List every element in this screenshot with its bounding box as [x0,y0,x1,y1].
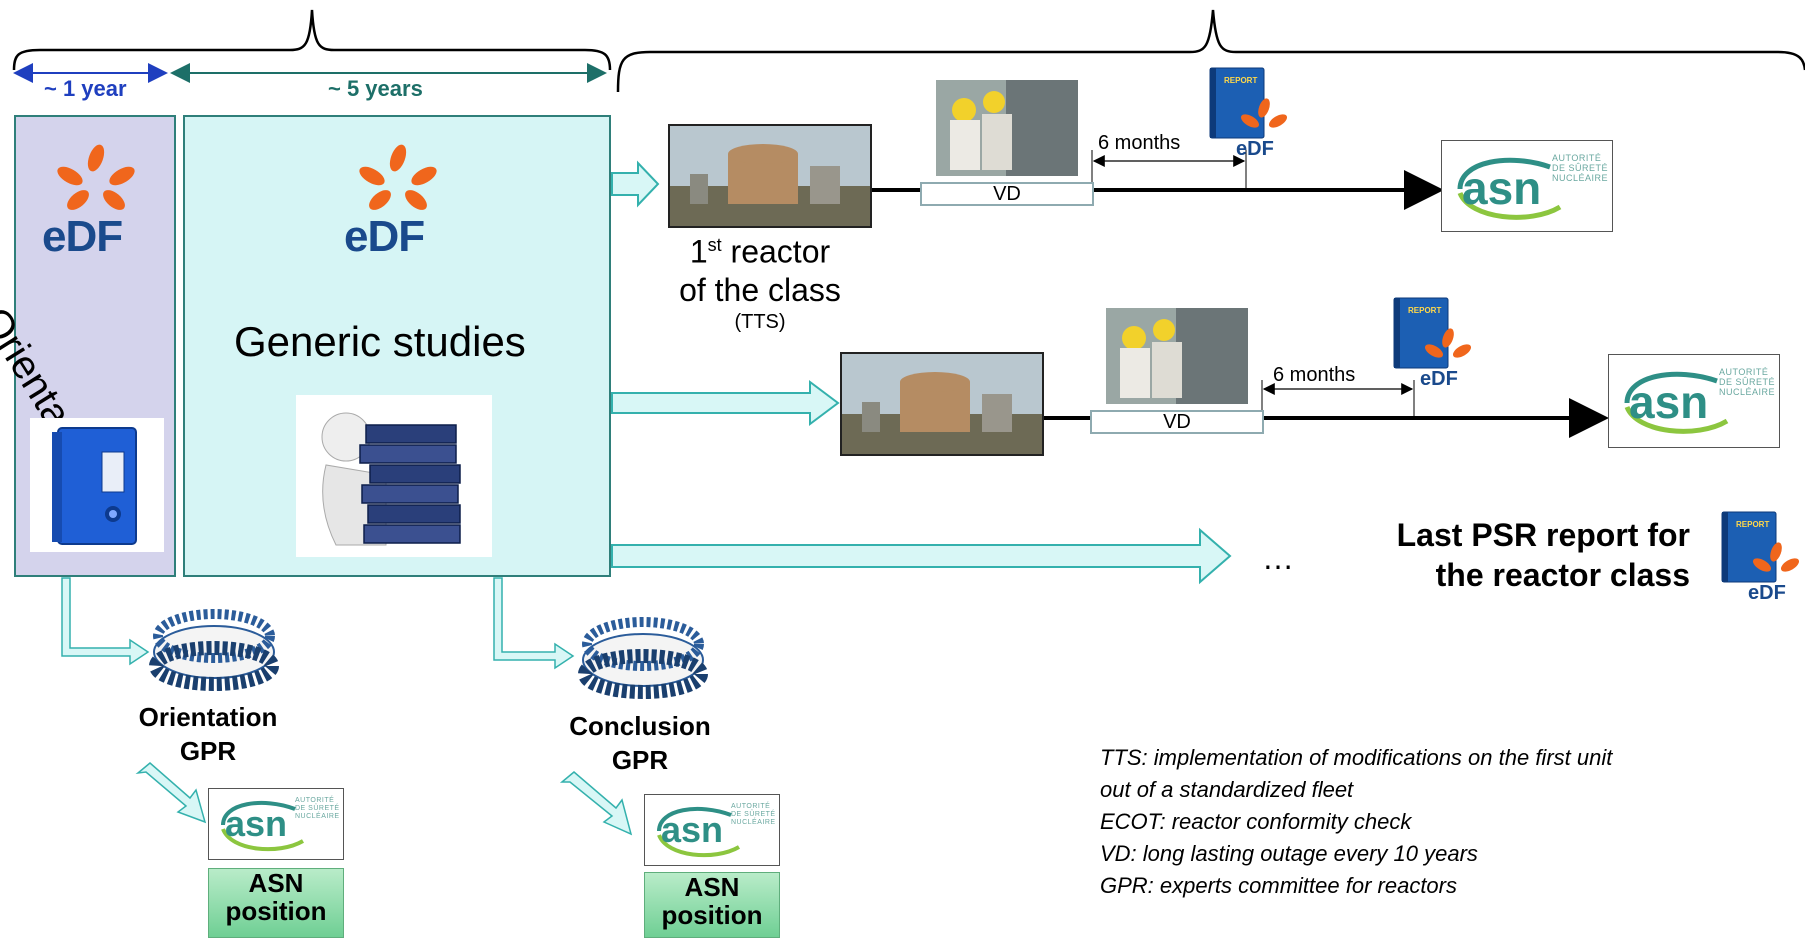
generic-studies-title: Generic studies [234,318,526,365]
arrow-to-conclusion-asn [559,771,633,836]
edf-flower-icon [57,144,135,210]
last-psr-report-label: Last PSR report for the reactor class [1396,517,1690,593]
edf-logo: eDF [40,140,150,261]
asn-logo-card: asn AUTORITÉ DE SÛRETÉ NUCLÉAIRE [644,794,780,866]
outage-photo-2 [1106,308,1248,404]
asn-logo-card: asn AUTORITÉ DE SÛRETÉ NUCLÉAIRE [208,788,344,860]
legend-line: GPR: experts committee for reactors [1100,873,1457,898]
legend-line: ECOT: reactor conformity check [1100,809,1412,834]
gpr-meeting-icon [146,596,282,692]
arrow-to-first-reactor [611,160,660,208]
right-brace [616,9,1805,93]
conclusion-gpr-label: Conclusion GPR [569,711,711,775]
orientation-gpr-label: Orientation GPR [138,702,278,766]
edf-report-icon: REPORT eDF [1390,296,1474,392]
six-months-label: 6 months [1098,132,1181,154]
edf-logo-text: eDF [42,212,123,261]
arrow-to-conclusion-gpr [493,577,575,670]
arrow-to-orientation-asn [135,762,207,824]
arrow-to-later-reactors [611,527,1232,585]
edf-flower-icon [359,144,437,210]
left-brace [12,9,612,71]
asn-position-button: ASN position [644,872,780,938]
asn-logo-card: asn AUTORITÉ DE SÛRETÉ NUCLÉAIRE [1441,140,1613,232]
six-months-label: 6 months [1273,364,1356,386]
gpr-meeting-icon [575,602,711,702]
vd-outage-box: VD [1090,410,1264,434]
vd-outage-box: VD [920,182,1094,206]
five-year-label: ~ 5 years [328,76,423,101]
ellipsis: … [1262,540,1300,576]
asn-logo-card: asn AUTORITÉ DE SÛRETÉ NUCLÉAIRE [1608,354,1780,448]
legend-line: TTS: implementation of modifications on … [1100,745,1613,770]
arrow-to-orientation-gpr [61,577,150,666]
legend-line: out of a standardized fleet [1100,777,1354,802]
outage-photo-1 [936,80,1078,176]
edf-logo: eDF [342,140,452,261]
person-with-binders-icon [296,395,492,557]
asn-position-button: ASN position [208,868,344,938]
arrow-to-second-reactor [611,380,840,426]
abbreviation-legend: TTS: implementation of modifications on … [1100,742,1612,902]
legend-line: VD: long lasting outage every 10 years [1100,841,1478,866]
edf-report-icon: REPORT eDF [1718,510,1802,606]
reactor-2-photo [840,352,1044,456]
edf-report-icon: REPORT eDF [1206,66,1290,162]
first-reactor-label: 1st reactor of the class (TTS) [679,233,841,333]
one-year-label: ~ 1 year [44,76,127,101]
binder-icon [30,418,164,552]
reactor-1-photo [668,124,872,228]
edf-logo-text: eDF [344,212,425,261]
